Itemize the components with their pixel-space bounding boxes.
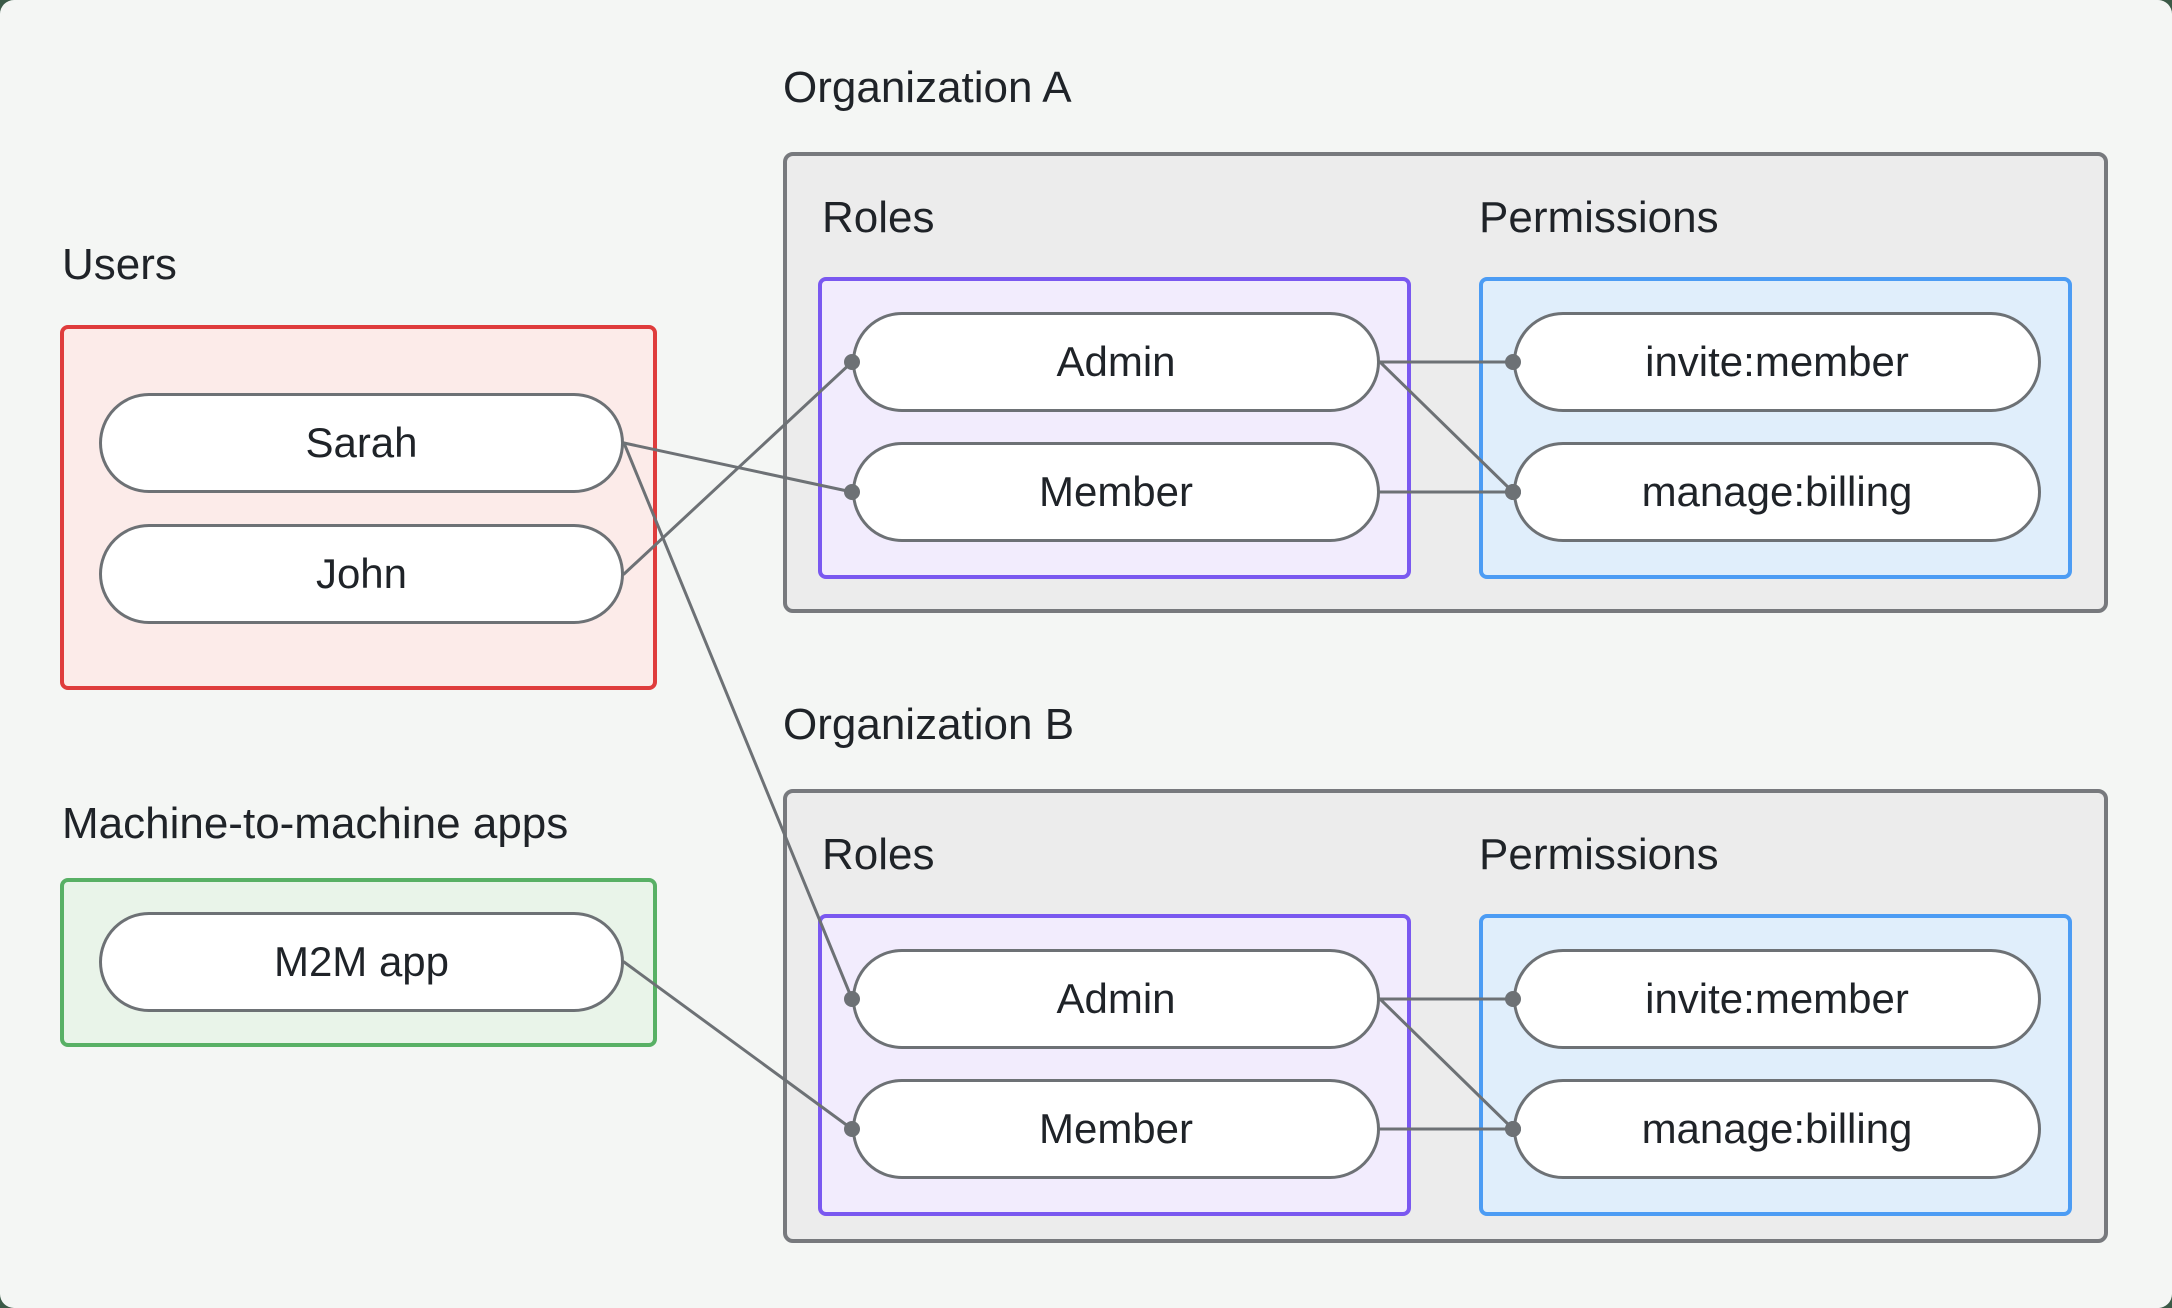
org-b-box: Roles Permissions Admin Member invite:me… [783, 789, 2108, 1243]
m2m-section-title: Machine-to-machine apps [62, 799, 569, 848]
org-a-permissions-box: invite:member manage:billing [1479, 277, 2072, 579]
org-a-box: Roles Permissions Admin Member invite:me… [783, 152, 2108, 613]
org-b-roles-box: Admin Member [818, 914, 1411, 1216]
org-b-role-pill-admin: Admin [852, 949, 1380, 1049]
user-pill-john: John [99, 524, 624, 624]
org-a-permission-pill-invite-member: invite:member [1513, 312, 2041, 412]
org-a-role-pill-member: Member [852, 442, 1380, 542]
org-a-roles-label: Roles [822, 193, 935, 242]
org-b-permissions-label: Permissions [1479, 830, 1719, 879]
m2m-box: M2M app [60, 878, 657, 1047]
m2m-app-pill: M2M app [99, 912, 624, 1012]
users-section-title: Users [62, 240, 177, 289]
org-a-title: Organization A [783, 63, 1072, 112]
org-b-permissions-box: invite:member manage:billing [1479, 914, 2072, 1216]
org-b-title: Organization B [783, 700, 1075, 749]
org-a-permissions-label: Permissions [1479, 193, 1719, 242]
org-b-roles-label: Roles [822, 830, 935, 879]
org-b-permission-pill-invite-member: invite:member [1513, 949, 2041, 1049]
org-b-role-pill-member: Member [852, 1079, 1380, 1179]
org-b-permission-pill-manage-billing: manage:billing [1513, 1079, 2041, 1179]
org-a-role-pill-admin: Admin [852, 312, 1380, 412]
user-pill-sarah: Sarah [99, 393, 624, 493]
users-box: Sarah John [60, 325, 657, 690]
org-a-permission-pill-manage-billing: manage:billing [1513, 442, 2041, 542]
org-a-roles-box: Admin Member [818, 277, 1411, 579]
